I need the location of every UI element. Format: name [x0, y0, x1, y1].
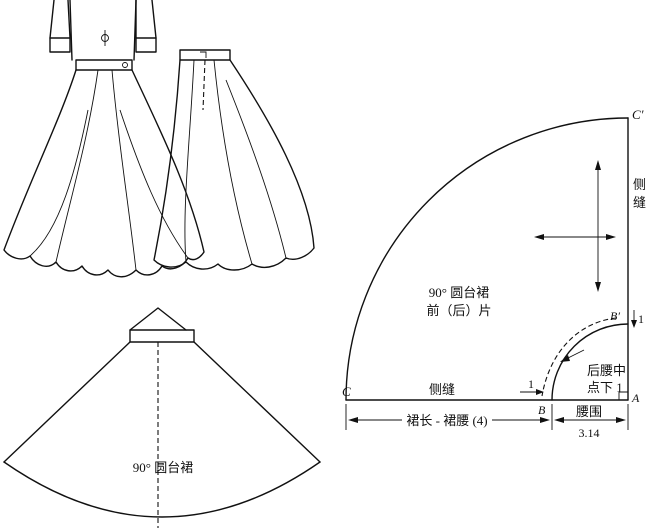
label-skirt-title: 90° 圆台裙	[429, 285, 489, 300]
label-front-back-piece: 前（后）片	[426, 303, 491, 318]
label-waist-girth: 腰围	[576, 404, 602, 419]
skirt-back-illustration	[153, 49, 315, 271]
label-c-prime: C′	[632, 107, 644, 122]
label-side-seam-bottom: 侧缝	[429, 382, 455, 397]
label-skirt-length: 裙长 - 裙腰 (4)	[406, 413, 487, 428]
quarter-circle-pattern: C′ 侧 缝 90° 圆台裙 前（后）片 B′ 1 后腰中 点下 1 C 侧缝 …	[342, 107, 646, 440]
label-side-seam-right-1: 侧	[633, 177, 646, 192]
label-c-point: C	[342, 384, 351, 399]
label-b-prime: B′	[610, 309, 620, 323]
label-side-seam-right-2: 缝	[633, 195, 646, 210]
dress-front-illustration	[3, 0, 205, 278]
label-back-waist-2: 点下 1	[587, 380, 623, 395]
label-a-point: A	[631, 391, 640, 405]
label-waist-value: 3.14	[579, 426, 600, 440]
label-b-point: B	[538, 403, 546, 417]
label-num-one-right: 1	[638, 312, 644, 326]
label-back-waist: 后腰中	[587, 363, 626, 378]
bottom-skirt-title: 90° 圆台裙	[133, 460, 193, 475]
flat-skirt-diagram: 90° 圆台裙	[3, 307, 321, 528]
label-num-one-bottom: 1	[528, 377, 534, 391]
